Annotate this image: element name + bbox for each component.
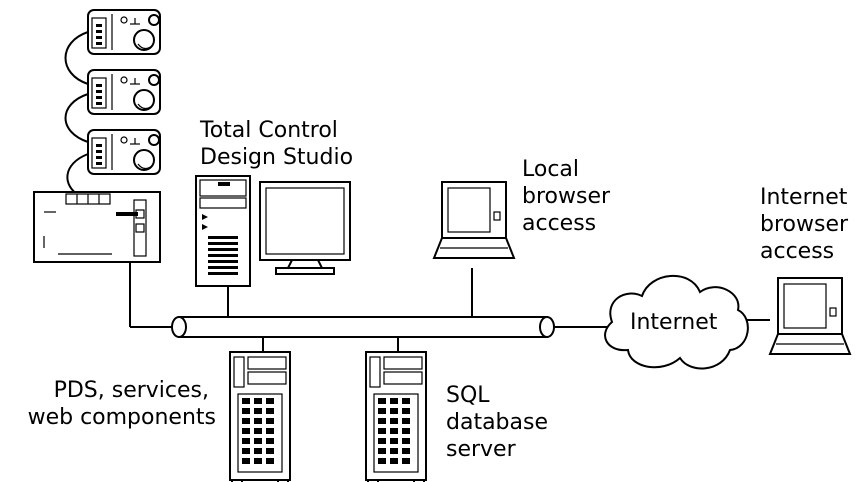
local-browser-label: Local browser access — [522, 157, 617, 236]
design-studio-tower — [195, 175, 251, 287]
internet-cloud — [604, 275, 749, 370]
sql-server-label: SQL database server — [446, 383, 555, 462]
io-chain-cables — [64, 31, 89, 197]
io-module-2 — [87, 69, 161, 115]
connector-lines — [129, 262, 473, 352]
controller-unit — [33, 191, 161, 263]
internet-browser-laptop — [769, 277, 851, 355]
sql-server — [365, 351, 427, 482]
internet-cloud-label: Internet — [630, 310, 718, 335]
io-module-1 — [87, 9, 161, 55]
internet-browser-label: Internet browser access — [760, 185, 855, 264]
local-browser-laptop — [433, 181, 515, 259]
design-studio-label: Total Control Design Studio — [199, 118, 353, 170]
pds-server — [229, 351, 291, 482]
pds-server-label: PDS, services, web components — [28, 378, 216, 430]
design-studio-monitor — [259, 181, 351, 275]
io-module-3 — [87, 129, 161, 175]
